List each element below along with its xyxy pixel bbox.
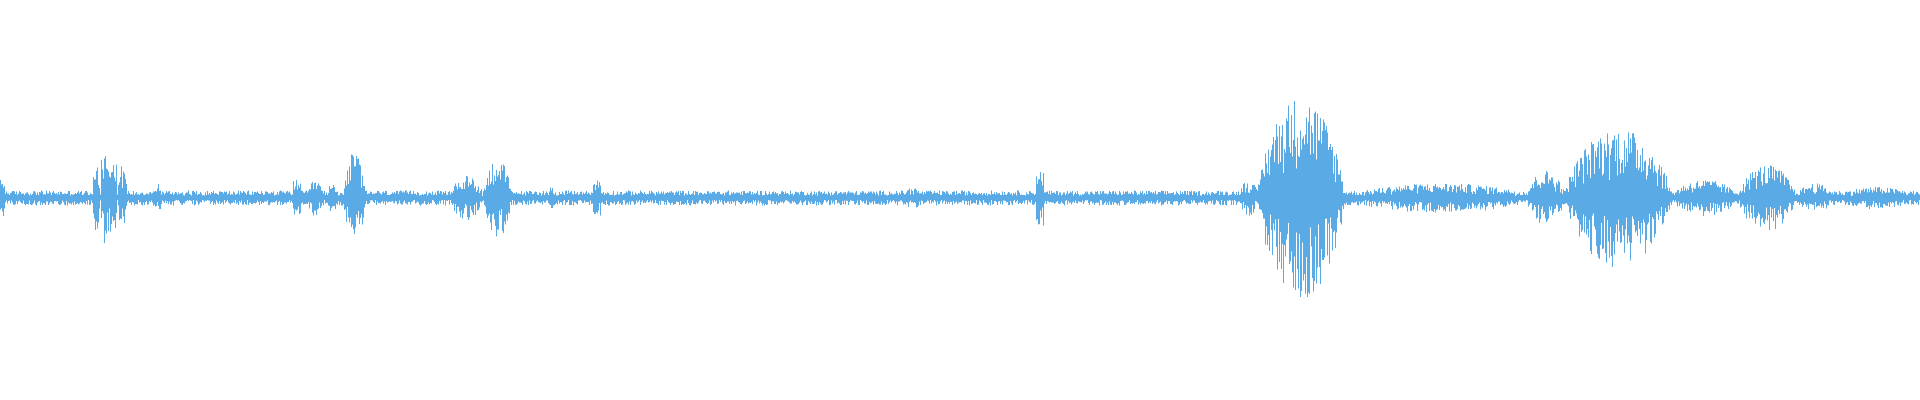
waveform-signal bbox=[0, 101, 1920, 298]
waveform-peaks bbox=[0, 101, 1920, 298]
